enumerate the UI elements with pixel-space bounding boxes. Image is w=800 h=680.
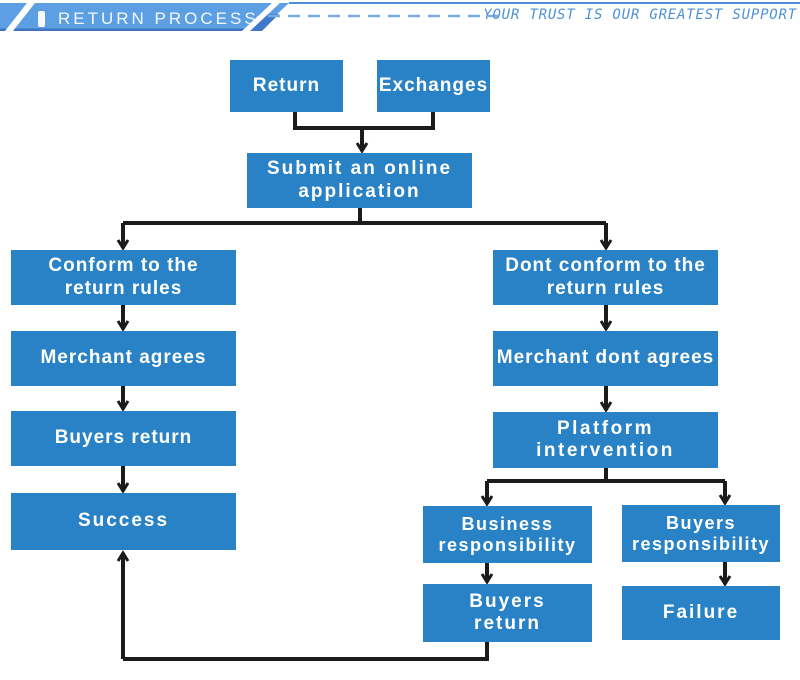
title-marker-icon bbox=[38, 11, 45, 27]
node-merchant-agrees: Merchant agrees bbox=[11, 331, 236, 386]
node-dont-conform-rules: Dont conform to the return rules bbox=[493, 250, 718, 305]
node-merchant-dont-agrees: Merchant dont agrees bbox=[493, 331, 718, 386]
node-submit-application: Submit an online application bbox=[247, 153, 472, 208]
header-banner-graphic bbox=[0, 2, 800, 31]
header-title-row: RETURN PROCESS bbox=[38, 9, 259, 29]
node-platform-intervention: Platform intervention bbox=[493, 412, 718, 468]
node-failure: Failure bbox=[622, 586, 780, 640]
header-banner: RETURN PROCESS YOUR TRUST IS OUR GREATES… bbox=[0, 0, 800, 40]
node-buyers-return: Buyers return bbox=[11, 411, 236, 466]
node-conform-rules: Conform to the return rules bbox=[11, 250, 236, 305]
node-return: Return bbox=[230, 60, 343, 112]
header-tagline: YOUR TRUST IS OUR GREATEST SUPPORT bbox=[483, 7, 797, 23]
node-buyers-return-2: Buyers return bbox=[423, 584, 592, 642]
node-exchanges: Exchanges bbox=[377, 60, 490, 112]
page-title: RETURN PROCESS bbox=[58, 9, 259, 28]
node-business-responsibility: Business responsibility bbox=[423, 506, 592, 563]
node-success: Success bbox=[11, 493, 236, 550]
node-buyers-responsibility: Buyers responsibility bbox=[622, 505, 780, 562]
